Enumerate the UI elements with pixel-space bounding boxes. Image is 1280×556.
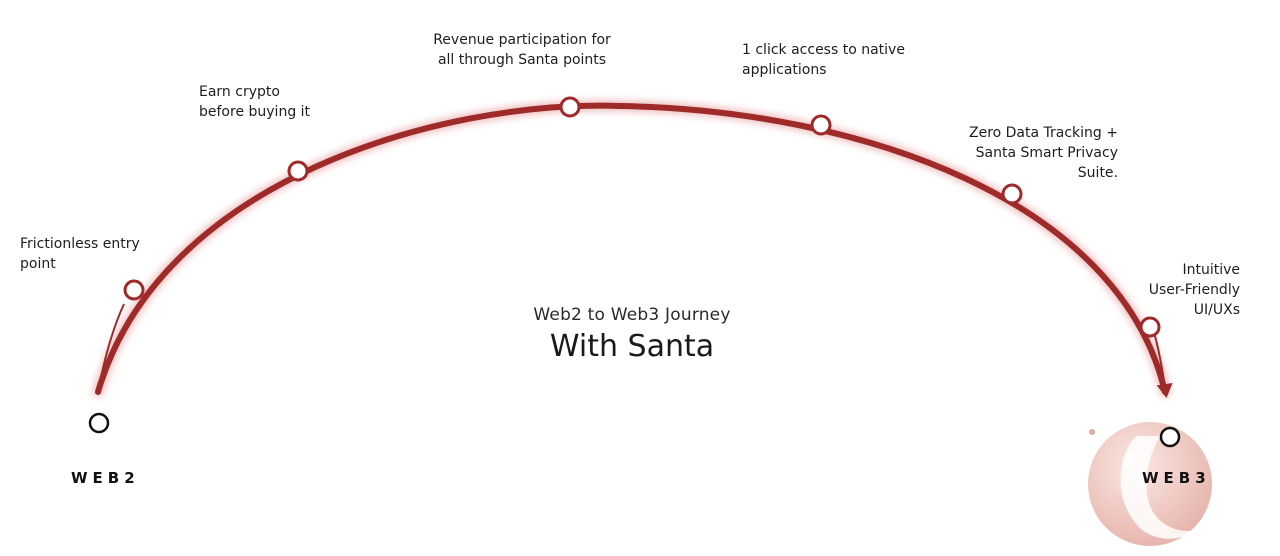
- santa-logo: [1088, 422, 1212, 546]
- journey-arc-start-taper: [97, 303, 125, 393]
- milestone-node-6: [1139, 316, 1161, 338]
- milestone-node-5: [1001, 183, 1023, 205]
- milestone-label-4: 1 click access to native applications: [742, 42, 905, 78]
- milestone-label-2: Earn crypto before buying it: [199, 84, 311, 120]
- diagram-title: With Santa: [549, 329, 715, 364]
- start-point-marker: [88, 412, 110, 434]
- milestone-node-4: [810, 114, 832, 136]
- milestone-label-5: Zero Data Tracking + Santa Smart Privacy…: [968, 125, 1118, 181]
- title-block: Web2 to Web3 Journey With Santa: [432, 304, 832, 366]
- end-point-marker: [1159, 426, 1181, 448]
- diagram-subtitle: Web2 to Web3 Journey: [533, 305, 731, 325]
- milestone-label-6: Intuitive User-Friendly UI/UXs: [1148, 262, 1240, 318]
- milestone-label-3: Revenue participation for all through Sa…: [433, 32, 611, 68]
- milestone-node-3: [559, 96, 581, 118]
- milestone-node-2: [287, 160, 309, 182]
- start-label: WEB2: [71, 469, 140, 487]
- milestone-label-1: Frictionless entry point: [20, 236, 140, 272]
- milestone-node-1: [123, 279, 145, 301]
- journey-arc: [95, 102, 1168, 395]
- end-label: WEB3: [1142, 469, 1211, 487]
